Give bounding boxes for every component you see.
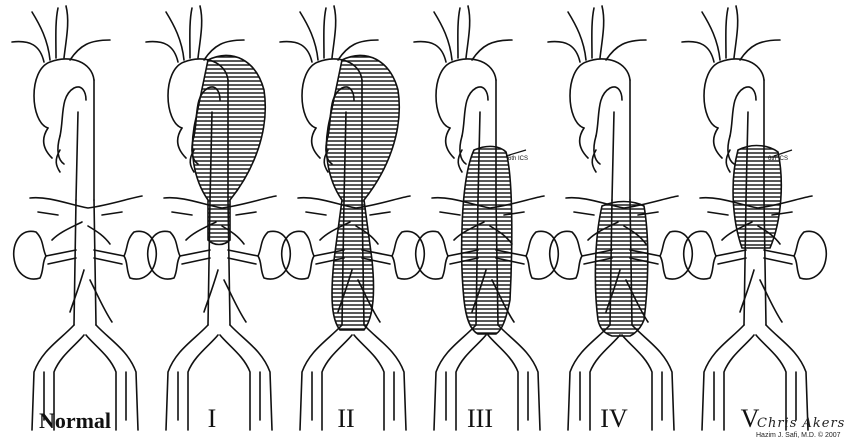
panel-label-i: I bbox=[152, 404, 272, 434]
panel-iv bbox=[548, 6, 692, 430]
panel-label-iii: III bbox=[420, 404, 540, 434]
panel-label-ii: II bbox=[286, 404, 406, 434]
artist-signature: Chris Akers bbox=[757, 416, 845, 431]
panel-label-iv: IV bbox=[554, 404, 674, 434]
panel-label-normal: Normal bbox=[15, 408, 135, 434]
panel-ii bbox=[280, 6, 424, 430]
panel-i bbox=[146, 6, 290, 430]
panel-iii: 6th ICS bbox=[414, 6, 558, 430]
aneurysm-extent-iv bbox=[595, 202, 647, 337]
panel-v: 6th ICS bbox=[682, 6, 826, 430]
panel-normal bbox=[12, 6, 156, 430]
intercostal-label-iii: 6th ICS bbox=[508, 156, 528, 162]
credit-line: Hazim J. Safi, M.D. © 2007 bbox=[756, 432, 841, 439]
intercostal-label-v: 6th ICS bbox=[768, 156, 788, 162]
